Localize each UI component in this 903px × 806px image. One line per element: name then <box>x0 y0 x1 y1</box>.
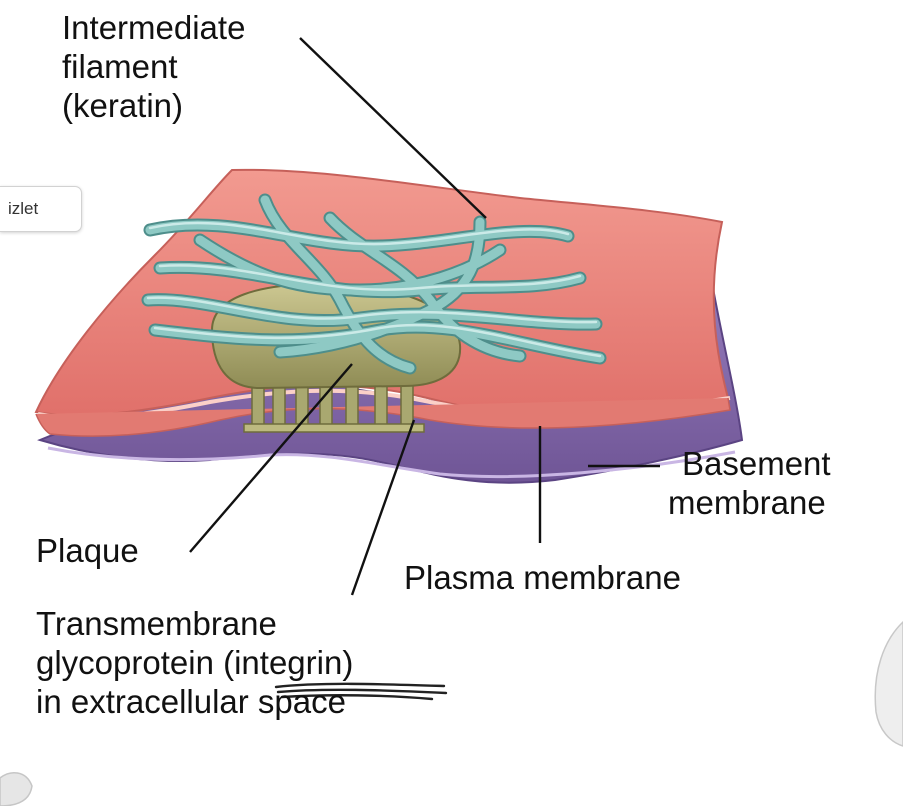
label-transmembrane-line-1: Transmembrane <box>36 604 353 643</box>
label-intermediate-line-2: filament <box>62 47 245 86</box>
label-plaque: Plaque <box>36 531 139 570</box>
label-intermediate-filament: Intermediate filament (keratin) <box>62 8 245 125</box>
quizlet-badge[interactable]: izlet <box>0 186 82 232</box>
label-plasma-membrane: Plasma membrane <box>404 558 681 597</box>
label-intermediate-line-3: (keratin) <box>62 86 245 125</box>
label-basement-membrane: Basement membrane <box>680 444 831 522</box>
label-transmembrane-glycoprotein: Transmembrane glycoprotein (integrin) in… <box>36 604 353 721</box>
label-transmembrane-line-2: glycoprotein (integrin) <box>36 643 353 682</box>
frame-right-bezel <box>875 622 903 746</box>
quizlet-badge-text[interactable]: izlet <box>8 199 38 218</box>
frame-corner-decoration <box>0 773 32 806</box>
label-transmembrane-line-3: in extracellular space <box>36 682 353 721</box>
label-basement-line-2: membrane <box>668 483 831 522</box>
label-intermediate-line-1: Intermediate <box>62 8 245 47</box>
label-basement-line-1: Basement <box>680 444 831 483</box>
